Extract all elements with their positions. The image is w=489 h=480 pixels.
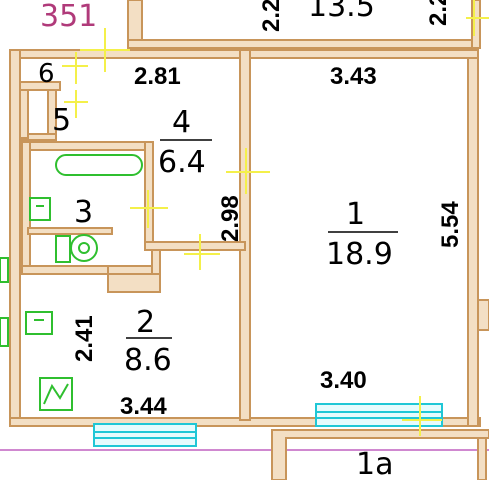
- marker-1: [80, 28, 130, 72]
- kitchen-sink-icon: [25, 311, 53, 335]
- windows: [93, 403, 443, 447]
- wall-room5-left: [19, 89, 29, 139]
- room2-id: 2: [136, 305, 155, 340]
- room1-area: 18.9: [326, 237, 393, 272]
- wall-right: [467, 49, 479, 427]
- marker-4: [226, 148, 270, 194]
- marker-3: [64, 90, 88, 118]
- wall-upper-left: [127, 0, 143, 41]
- wall-upper-bottom: [127, 39, 481, 49]
- room4-area: 6.4: [158, 145, 206, 180]
- wall-left: [9, 49, 21, 423]
- room2-area: 8.6: [124, 343, 172, 378]
- lower-outline: [0, 299, 489, 480]
- wall-right-lower-step: [477, 299, 489, 331]
- markers: [62, 0, 489, 436]
- wall-bath-bottom-right: [144, 241, 246, 251]
- window-room1: [315, 403, 443, 427]
- wall-inner-line: [27, 227, 113, 235]
- toilet-icon: [55, 235, 71, 263]
- room5-id: 5: [52, 103, 71, 138]
- marker-7: [402, 396, 442, 436]
- bathtub-icon: [55, 154, 143, 176]
- room3-id: 3: [74, 195, 93, 230]
- room1-id: 1: [346, 197, 365, 232]
- wall-lower-1a: [271, 429, 489, 480]
- apartment-number: 351: [40, 0, 97, 34]
- toilet-bowl-inner-icon: [78, 242, 90, 254]
- room2-width: 3.44: [120, 393, 167, 420]
- top-dim-left: 2.2: [258, 0, 285, 32]
- room1-width-bottom: 3.40: [320, 367, 367, 394]
- wall-room6-bottom: [19, 81, 61, 91]
- labels: 351 13.5 2.2 2.2 6 5 2.81 4 6.4 2.98 3 2…: [38, 0, 464, 480]
- room2-height: 2.41: [71, 315, 98, 362]
- sink-icon: [29, 197, 51, 221]
- top-dim-right: 2.2: [425, 0, 452, 26]
- toilet-bowl-icon: [70, 234, 98, 262]
- marker-6: [184, 234, 220, 270]
- wall-lower-right: [477, 437, 487, 480]
- room4-id: 4: [172, 105, 191, 140]
- wall-bath-top: [21, 141, 153, 151]
- marker-8: [466, 0, 489, 36]
- wall-top-right: [244, 49, 479, 59]
- fixtures: [0, 154, 143, 411]
- room4-width: 2.81: [134, 63, 181, 90]
- fixture-left-edge: [0, 257, 9, 283]
- wall-bath-left: [21, 141, 31, 273]
- room4-height: 2.98: [217, 195, 244, 242]
- wall-top-left: [9, 49, 251, 59]
- marker-5: [130, 190, 168, 228]
- wall-room1-left: [239, 49, 251, 421]
- stove-icon: [39, 377, 73, 411]
- room1-height: 5.54: [437, 201, 464, 248]
- window-room2: [93, 423, 197, 447]
- wall-cabinet: [107, 273, 161, 293]
- room6-id: 6: [38, 59, 55, 89]
- top-area-value: 13.5: [308, 0, 375, 24]
- fixture-left-edge-2: [0, 317, 9, 347]
- lower-room-label: 1a: [356, 447, 393, 480]
- wall-bath-bottom: [21, 265, 113, 275]
- room1-width-top: 3.43: [330, 63, 377, 90]
- marker-2: [62, 52, 88, 84]
